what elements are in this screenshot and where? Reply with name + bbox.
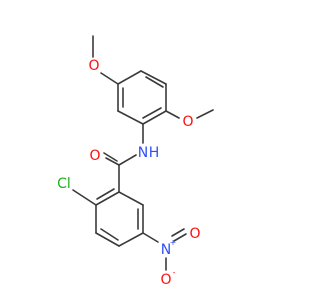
atom-o-methoxy-right: O <box>182 114 193 130</box>
ring-dimethoxyphenyl <box>117 70 167 125</box>
amide-linkage <box>103 123 144 166</box>
atom-o-carbonyl: O <box>89 148 100 164</box>
charge-n-nitro: + <box>170 238 177 247</box>
atom-o-nitro-right: O <box>189 226 200 242</box>
methoxy-top <box>92 35 119 85</box>
ring-chloronitrophenyl <box>95 164 144 247</box>
methoxy-right <box>165 109 214 119</box>
charge-o-nitro: - <box>173 268 176 277</box>
atom-cl: Cl <box>57 176 71 192</box>
nitro-group <box>142 228 187 271</box>
atom-h-amide: H <box>149 145 160 161</box>
atom-o-methoxy-top: O <box>88 58 99 74</box>
chloro-bond <box>72 189 97 206</box>
molecule-structure: O O N H O Cl N + O O - <box>57 35 214 288</box>
molecule-canvas: O O N H O Cl N + O O - <box>57 35 214 288</box>
atom-n-amide: N <box>138 145 148 161</box>
atom-n-nitro: N <box>161 242 171 258</box>
atom-o-nitro-bottom: O <box>160 272 171 288</box>
